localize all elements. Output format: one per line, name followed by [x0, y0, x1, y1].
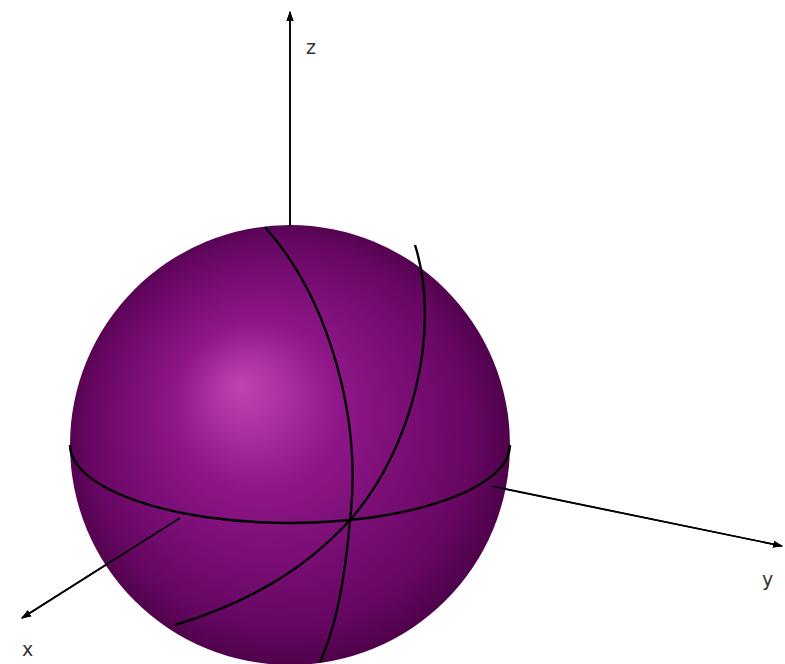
axis-label: z: [306, 38, 316, 57]
meridian-circle: [265, 227, 352, 662]
x-axis-front: [22, 518, 180, 618]
equator-circle: [70, 445, 510, 523]
z-axis: [289, 12, 291, 240]
y-axis-front: [492, 486, 782, 546]
sphere: [70, 225, 510, 664]
y-axis: [480, 484, 782, 546]
axis-label: y: [762, 570, 773, 589]
meridian-circle: [175, 245, 425, 625]
axis-label: x: [22, 640, 33, 659]
z-axis-front: [289, 12, 291, 226]
